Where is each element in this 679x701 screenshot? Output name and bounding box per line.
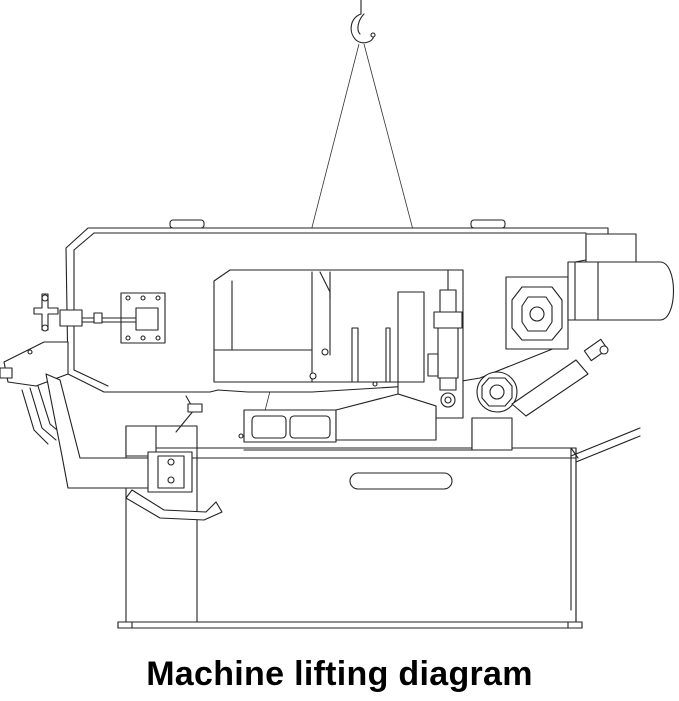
vise-assembly xyxy=(238,393,513,451)
left-column xyxy=(125,425,198,457)
lifting-hook-icon xyxy=(350,0,376,44)
drive-arm xyxy=(476,338,609,417)
diagram-caption: Machine lifting diagram xyxy=(146,655,533,693)
blade-tensioner xyxy=(33,292,166,344)
machine-lifting-drawing xyxy=(0,0,675,629)
motor xyxy=(505,233,675,350)
operating-handle xyxy=(0,341,223,521)
base-cabinet xyxy=(117,427,641,629)
head-body xyxy=(213,269,464,419)
